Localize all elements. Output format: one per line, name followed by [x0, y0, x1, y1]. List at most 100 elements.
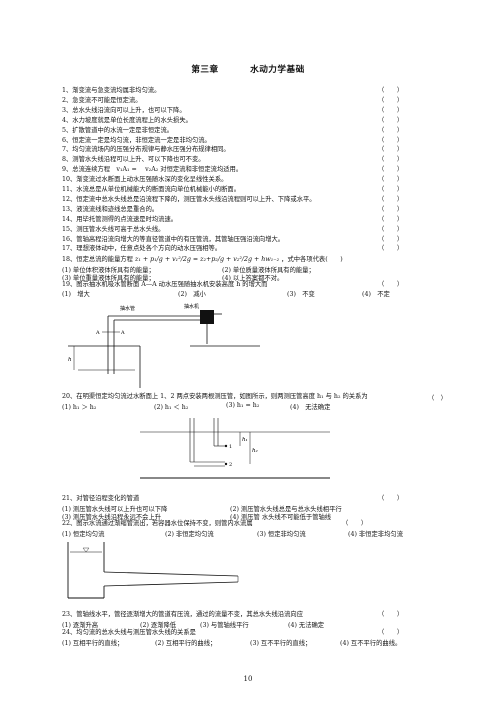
question-23: 23、管轴线水平，管径逐渐增大的管道有压流，通过的流量不变，其总水头线沿流向应 … [62, 611, 452, 619]
chapter-title: 水动力学基础 [250, 65, 305, 75]
answer-bracket: （ ） [378, 245, 404, 253]
question-text: 10、渐变流过水断面上动水压强随水深的变化呈线性关系。 [62, 176, 228, 184]
answer-bracket: （ ） [378, 166, 404, 174]
question-15: 15、测压管水头线可高于总水头线。 （ ） [62, 226, 452, 234]
q22-tank-figure [67, 542, 239, 599]
q19-fig-left-label: 抽水管 [120, 305, 135, 312]
question-text: 15、测压管水头线可高于总水头线。 [62, 225, 165, 233]
question-12: 12、恒定流中总水头线总是沿流程下降的，测压管水头线沿流程则可以上升、下降或水平… [62, 196, 452, 204]
q19-option-2: (2) 减小 [178, 291, 206, 298]
question-10: 10、渐变流过水断面上动水压强随水深的变化呈线性关系。 （ ） [62, 176, 452, 184]
question-5: 5、扩散管道中的水流一定是非恒定流。 （ ） [62, 127, 452, 135]
answer-bracket: （ ） [378, 215, 404, 223]
page-number: 10 [243, 675, 253, 683]
q21-bracket: （ ） [378, 495, 404, 502]
q18-option-2: (2) 单位质量液体所具有的能量； [222, 267, 315, 274]
question-24: 24、均匀流的总水头线与测压管水头线的关系是 （ ） [62, 629, 452, 637]
answer-bracket: （ ） [378, 225, 404, 233]
question-21: 21、对管径沿程变化的管道 （ ） [62, 495, 452, 503]
q20-fig-h2: h₂ [252, 448, 258, 454]
q19-pump-figure: A A h 抽水管 抽水机 [68, 303, 260, 388]
q24-option-1: (1) 互相平行的直线； [62, 640, 124, 647]
q22-bracket: （ ） [342, 520, 368, 527]
question-text: 12、恒定流中总水头线总是沿流程下降的，测压管水头线沿流程则可以上升、下降或水平… [62, 195, 316, 203]
q23-option-4: (4) 无法确定 [288, 622, 325, 629]
question-20: 20、在明渠恒定均匀流过水断面上 1、2 两点安装两根测压管，如图所示，则两测压… [62, 393, 452, 401]
q20-option-3: (3) h₁ = h₂ [226, 402, 260, 409]
q19-fig-a-left: A [95, 330, 100, 336]
q23-option-3: (3) 与管轴线平行 [200, 622, 249, 629]
question-text: 5、扩散管道中的水流一定是非恒定流。 [62, 126, 174, 134]
q20-option-4: (4) 无法确定 [290, 404, 331, 411]
question-11: 11、水流总是从单位机械能大的断面流向单位机械能小的断面。（ ） [62, 186, 452, 194]
question-text: 17、理想液体动中，任意点处各个方向的动水压强相等。 [62, 245, 222, 253]
q22-text: 22、图示水流通过渐缩管流出，若容器水位保持不变，则管内水流属 [62, 520, 253, 527]
q20-fig-point-1: 1 [229, 444, 232, 450]
q24-option-4: (4) 互不平行的曲线。 [340, 640, 402, 647]
answer-bracket: （ ） [378, 146, 404, 154]
q19-option-4: (4) 不定 [362, 291, 390, 298]
q23-text: 23、管轴线水平，管径逐渐增大的管道有压流，通过的流量不变，其总水头线沿流向应 [62, 611, 303, 618]
q24-text: 24、均匀流的总水头线与测压管水头线的关系是 [62, 629, 196, 636]
q23-option-1: (1) 逐渐升高 [62, 622, 99, 629]
question-text: 14、用毕托管测得的点流速是时均流速。 [62, 215, 178, 223]
answer-bracket: （ ） [378, 87, 404, 94]
question-17: 17、理想液体动中，任意点处各个方向的动水压强相等。 （ ） [62, 245, 452, 253]
question-text: 16、管轴高程沿流向增大的等直径管道中的有压管流，其管轴压强沿流向增大。 [62, 235, 285, 243]
question-1: 1、渐变流与急变流均属非均匀流。（ ） [62, 87, 452, 95]
q18-option-1: (1) 单位体积液体所具有的能量； [62, 267, 155, 274]
q19-option-3: (3) 不变 [287, 291, 315, 298]
question-text: 2、急变流不可能是恒定流。 [62, 96, 142, 104]
question-19: 19、图示抽水机吸水管断面 A—A 动水压强随抽水机安装高度 h 的增大而 （ … [62, 281, 452, 289]
question-text: 7、均匀流流场内的压强分布规律与静水压强分布规律相同。 [62, 146, 230, 154]
question-3: 3、总水头线沿流向可以上升，也可以下降。 （ ） [62, 107, 452, 115]
question-8: 8、测管水头线沿程可以上升、可以下降也可不变。 （ ） [62, 156, 452, 164]
q18-option-3: (3) 单位重量液体所具有的能量； [62, 275, 155, 282]
q19-fig-right-label: 抽水机 [184, 303, 199, 310]
q18-formula: z₁ + p₁/g + v₁²/2g = z₂+p₂/g + v₂²/2g + … [135, 256, 280, 263]
answer-bracket: （ ） [378, 126, 404, 134]
question-22: 22、图示水流通过渐缩管流出，若容器水位保持不变，则管内水流属 （ ） [62, 520, 452, 528]
q21-option-2: (2) 测压管水头线总是与总水头线相平行 [230, 506, 342, 513]
q24-option-2: (2) 互相平行的曲线； [155, 640, 217, 647]
q20-text: 20、在明渠恒定均匀流过水断面上 1、2 两点安装两根测压管，如图所示，则两测压… [62, 393, 368, 400]
question-9: 9、总流连续方程 v₁A₁ = v₂A₂ 对恒定流和非恒定流均适用。（ ） [62, 166, 452, 174]
q22-option-4: (4) 非恒定非均匀流 [348, 531, 403, 538]
question-4: 4、水力坡度就是单位长度流程上的水头损失。（ ） [62, 117, 452, 125]
q24-bracket: （ ） [378, 629, 404, 636]
q21-option-1: (1) 测压管水头线可以上升也可以下降 [62, 506, 168, 513]
question-14: 14、用毕托管测得的点流速是时均流速。 （ ） [62, 216, 452, 224]
q18-prefix: 18、恒定总流的能量方程 [62, 256, 133, 263]
q22-option-1: (1) 恒定均匀流 [62, 531, 105, 538]
question-text: 3、总水头线沿流向可以上升，也可以下降。 [62, 106, 186, 114]
q21-option-4: (4) 测压管 水头线不可能低于管轴线 [230, 514, 332, 521]
question-text: 4、水力坡度就是单位长度流程上的水头损失。 [62, 116, 192, 124]
q22-option-2: (2) 非恒定均匀流 [165, 531, 214, 538]
answer-bracket: （ ） [378, 136, 404, 144]
answer-bracket: （ ） [378, 205, 404, 213]
answer-bracket: （ ） [378, 106, 404, 114]
q19-bracket: （ ） [378, 281, 404, 288]
question-text: 8、测管水头线沿程可以上升、可以下降也可不变。 [62, 156, 205, 164]
q23-bracket: （ ） [378, 611, 404, 618]
question-text: 6、恒定流一定是均匀流，非恒定流一定是非均匀流。 [62, 136, 211, 144]
question-7: 7、均匀流流场内的压强分布规律与静水压强分布规律相同。 （ ） [62, 146, 452, 154]
question-13: 13、液流流线和迹线总是重合的。 （ ） [62, 206, 452, 214]
q20-option-1: (1) h₁ ＞ h₂ [62, 404, 97, 411]
q22-option-3: (3) 恒定非均匀流 [257, 531, 306, 538]
question-18: 18、恒定总流的能量方程 z₁ + p₁/g + v₁²/2g = z₂+p₂/… [62, 256, 452, 264]
q20-channel-figure: 1 2 h₁ h₂ [140, 418, 330, 479]
q19-text: 19、图示抽水机吸水管断面 A—A 动水压强随抽水机安装高度 h 的增大而 [62, 281, 268, 288]
q18-option-4: (4) 以上答案都不对。 [222, 275, 284, 282]
question-2: 2、急变流不可能是恒定流。（ ） [62, 97, 452, 105]
q19-fig-a-right: A [120, 330, 125, 336]
answer-bracket: （ ） [378, 186, 404, 193]
q20-fig-point-2: 2 [229, 462, 232, 468]
answer-bracket: （ ） [378, 156, 404, 164]
answer-bracket: （ ） [378, 176, 404, 184]
q21-text: 21、对管径沿程变化的管道 [62, 495, 140, 502]
q20-bracket: （ ） [428, 395, 447, 402]
question-text: 13、液流流线和迹线总是重合的。 [62, 205, 159, 213]
q19-fig-h: h [68, 357, 72, 363]
